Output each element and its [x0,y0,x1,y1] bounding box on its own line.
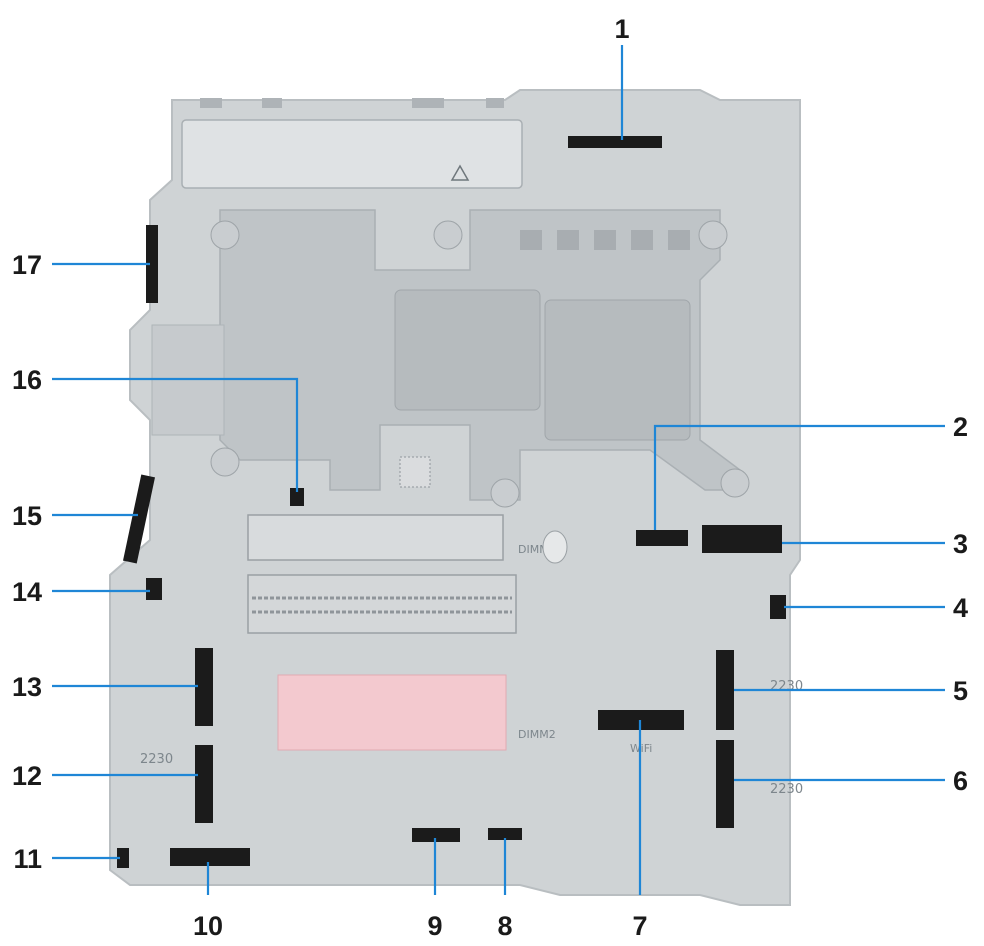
callout-number-17: 17 [12,250,42,280]
gpu-die [544,299,691,441]
callout-number-13: 13 [12,672,42,702]
screw-boss [210,220,240,250]
m2-slot-12 [195,745,213,823]
cpu-die [394,289,541,411]
qr-code [399,456,431,488]
connector-3 [702,525,782,553]
screw-boss [210,447,240,477]
callout-number-6: 6 [953,766,968,796]
dimm-slot-upper [247,514,504,561]
callout-number-12: 12 [12,761,42,791]
callout-number-5: 5 [953,676,968,706]
callout-number-10: 10 [193,911,223,941]
m2-slot-6 [716,740,734,828]
screw-boss [698,220,728,250]
connector-14 [146,578,162,600]
connector-16 [290,488,304,506]
connector-8 [488,828,522,840]
io-port [200,98,222,108]
vrm-choke [520,230,542,250]
callout-number-1: 1 [614,14,629,44]
callout-line-2 [653,424,945,530]
callout-number-2: 2 [953,412,968,442]
vrm-choke [631,230,653,250]
ssd-size-marking: 2230 [770,679,803,694]
callout-number-15: 15 [12,501,42,531]
callout-line-16 [52,377,299,492]
connector-10 [170,848,250,866]
io-port [412,98,444,108]
connector-4 [770,595,786,619]
m2-slot-5 [716,650,734,730]
callout-number-3: 3 [953,529,968,559]
connector-17 [146,225,158,303]
thermal-pad [277,674,507,751]
callout-number-11: 11 [13,844,42,874]
screw-boss [490,478,520,508]
callout-number-9: 9 [427,911,442,941]
dimm2-marking: DIMM2 [518,728,556,741]
vrm-choke [557,230,579,250]
callout-number-8: 8 [497,911,512,941]
connector-1-display [568,136,662,148]
callout-number-14: 14 [12,577,42,607]
connector-15 [123,474,155,564]
io-shield-plate [181,119,523,189]
alienware-logo [542,530,568,564]
screw-boss [720,468,750,498]
connector-9 [412,828,460,842]
vrm-choke [668,230,690,250]
ssd-size-marking: 2230 [140,752,173,767]
callout-number-16: 16 [12,365,42,395]
warning-triangle-icon [450,164,470,181]
io-port [262,98,282,108]
wifi-marking: WiFi [630,742,652,755]
ssd-size-marking: 2230 [770,782,803,797]
connector-11 [117,848,129,868]
io-port [486,98,504,108]
dimm-slot-lower [247,574,517,634]
m2-slot-13 [195,648,213,726]
connector-2 [636,530,688,546]
callout-number-7: 7 [632,911,647,941]
callout-number-4: 4 [953,593,968,623]
screw-boss [433,220,463,250]
vrm-choke [594,230,616,250]
